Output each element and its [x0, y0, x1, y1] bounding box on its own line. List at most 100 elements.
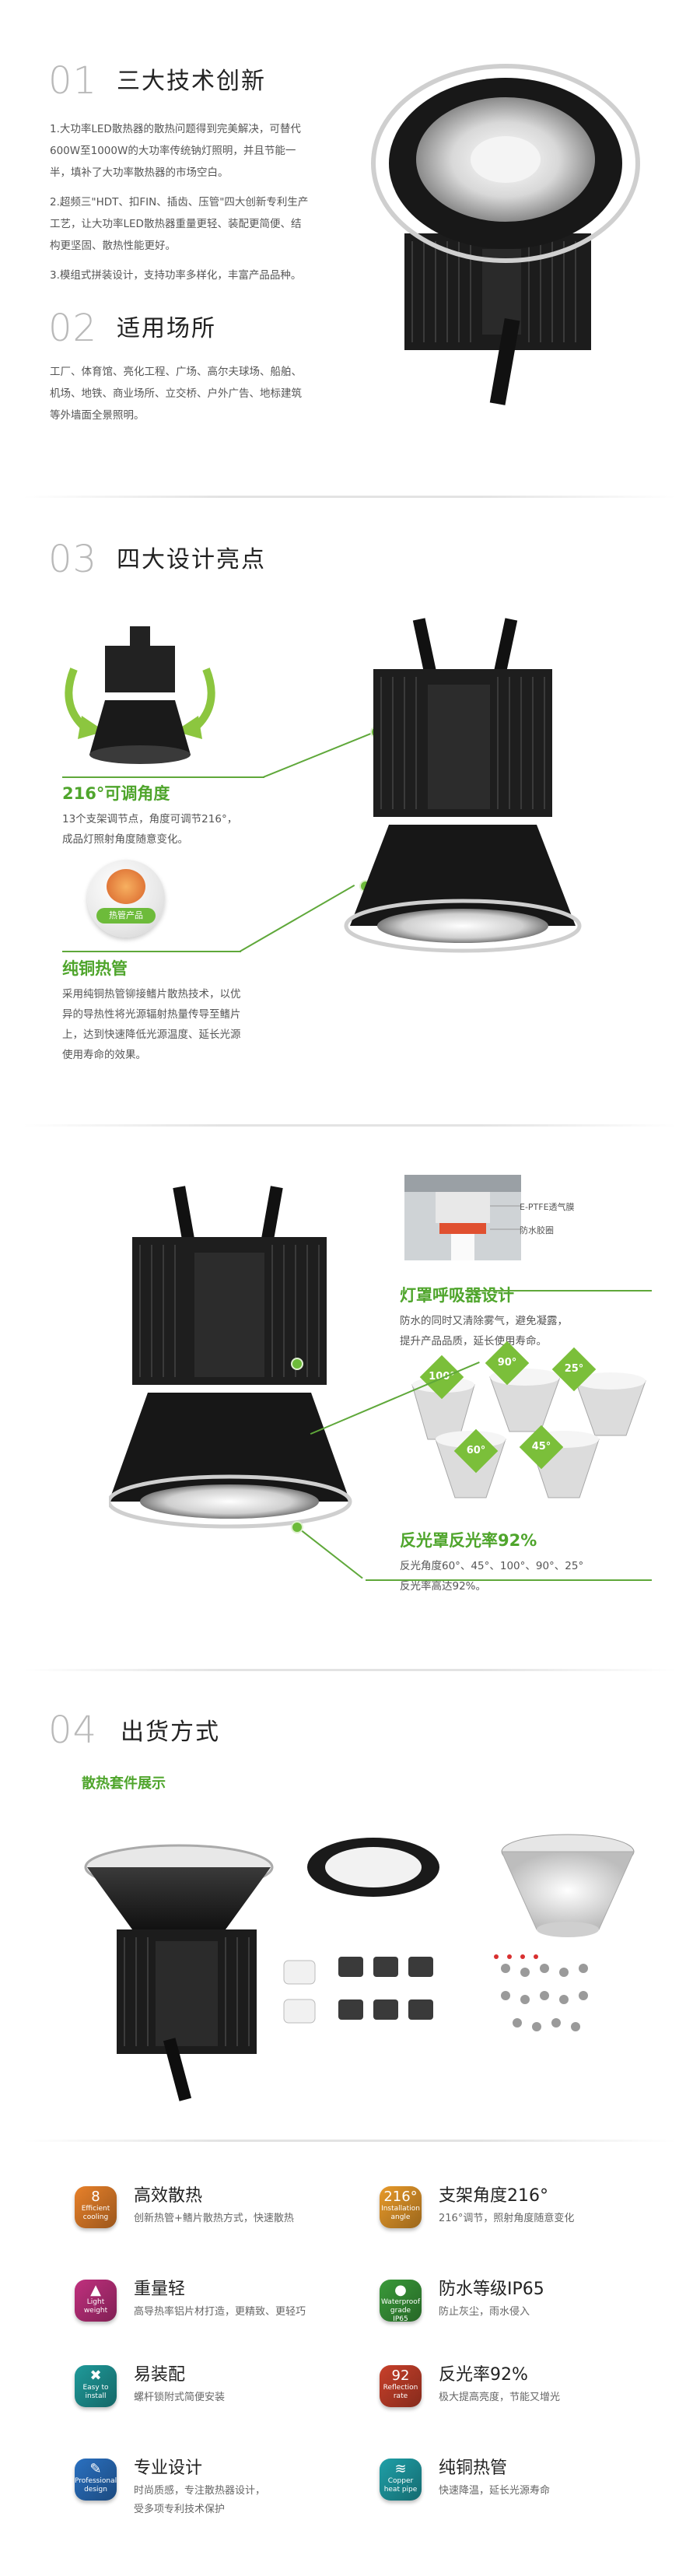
- feature-glyph-icon: 8: [91, 2189, 100, 2205]
- led-highbay-lamp-image: [371, 64, 640, 405]
- desc-line: 反光率高达92%。: [400, 1580, 487, 1593]
- section-divider: [23, 496, 677, 498]
- tech-p1-line: 600W至1000W的大功率传统钠灯照明，并且节能一: [50, 145, 296, 157]
- feature-badge-caption: grade: [390, 2307, 411, 2315]
- desc-line: 13个支架调节点，角度可调节216°，: [62, 813, 238, 825]
- feature-badge-caption: design: [84, 2486, 107, 2494]
- angle-badge: 25°: [551, 1347, 597, 1392]
- feature-badge-caption: Light: [86, 2298, 105, 2306]
- feature-description: 极大提高亮度，节能又增光: [439, 2388, 672, 2407]
- feature-glyph-icon: ✖: [89, 2367, 102, 2384]
- feature-description-line: 极大提高亮度，节能又增光: [439, 2392, 561, 2403]
- feature-badge-caption: angle: [390, 2213, 411, 2221]
- callout-line: [366, 1579, 652, 1581]
- feature-glyph-icon: ≋: [394, 2461, 407, 2477]
- feature-description-line: 快速降温，延长光源寿命: [439, 2485, 551, 2497]
- desc-line: 使用寿命的效果。: [62, 1049, 146, 1061]
- section-divider: [23, 1669, 677, 1671]
- feature-description: 快速降温，延长光源寿命: [439, 2482, 672, 2501]
- feature-description: 216°调节，照射角度随意变化: [439, 2210, 672, 2228]
- angle-label: 45°: [531, 1441, 551, 1453]
- tech-paragraphs: 1.大功率LED散热器的散热问题得到完美解决，可替代 600W至1000W的大功…: [50, 118, 392, 286]
- desc-line: 反光角度60°、45°、100°、90°、25°: [400, 1560, 584, 1572]
- feature-badge-caption: heat pipe: [383, 2486, 418, 2494]
- section-number-02: 02: [48, 307, 98, 350]
- feature-description-line: 216°调节，照射角度随意变化: [439, 2213, 575, 2224]
- section-title-tech: 三大技术创新: [117, 68, 266, 95]
- feature-badge-caption: Reflection: [383, 2384, 418, 2392]
- section-title-applications: 适用场所: [117, 315, 216, 342]
- feature-description: 创新热管+鳍片散热方式，快速散热: [134, 2210, 367, 2228]
- feature-title: 重量轻: [134, 2280, 186, 2299]
- applications-text: 工厂、体育馆、亮化工程、广场、高尔夫球场、船舶、 机场、地铁、商业场所、立交桥、…: [50, 361, 392, 426]
- desc-line: 采用纯铜热管铆接鳍片散热技术，以优: [62, 988, 241, 1001]
- heat-pipe-badge-label: 热管产品: [96, 908, 156, 924]
- applications-line: 机场、地铁、商业场所、立交桥、户外广告、地标建筑: [50, 387, 302, 400]
- feature-description: 时尚质感，专注散热器设计，受多项专利技术保护: [134, 2482, 367, 2519]
- feature-copper-heatpipe-desc: 采用纯铜热管铆接鳍片散热技术，以优 异的导热性将光源辐射热量传导至鳍片 上，达到…: [62, 984, 311, 1065]
- feature-badge-caption: Waterproof: [380, 2298, 420, 2306]
- section-divider: [23, 1124, 677, 1127]
- callout-line: [465, 1290, 652, 1292]
- feature-glyph-icon: ●: [394, 2282, 407, 2298]
- waterproof-ring-label: 防水胶圈: [520, 1225, 554, 1235]
- applications-line: 工厂、体育馆、亮化工程、广场、高尔夫球场、船舶、: [50, 366, 302, 378]
- feature-reflector-title: 反光罩反光率92%: [400, 1531, 537, 1550]
- feature-title: 纯铜热管: [439, 2459, 508, 2478]
- callout-line: [62, 951, 241, 952]
- feature-description: 高导热率铝片材打造，更精致、更轻巧: [134, 2303, 367, 2322]
- kit-display-subtitle: 散热套件展示: [82, 1775, 166, 1792]
- breather-cutaway-image: [404, 1175, 521, 1260]
- desc-line: 上，达到快速降低光源温度、延长光源: [62, 1029, 241, 1041]
- feature-description-line: 时尚质感，专注散热器设计，: [134, 2485, 266, 2497]
- angle-badge: 60°: [453, 1428, 499, 1474]
- feature-badge-caption: Installation: [381, 2205, 420, 2213]
- feature-badge-caption: Copper: [387, 2477, 414, 2485]
- desc-line: 成品灯照射角度随意变化。: [62, 833, 188, 846]
- feature-badge-caption: IP65: [393, 2315, 408, 2323]
- feature-description: 螺杆锁附式简便安装: [134, 2388, 367, 2407]
- adjustable-angle-image: [65, 626, 215, 764]
- section-number-04: 04: [48, 1709, 98, 1752]
- feature-title: 支架角度216°: [439, 2186, 548, 2206]
- feature-description-line: 防止灰尘，雨水侵入: [439, 2306, 530, 2318]
- feature-badge-caption: Easy to: [82, 2384, 109, 2392]
- desc-line: 提升产品品质，延长使用寿命。: [400, 1335, 547, 1348]
- section-title-highlights: 四大设计亮点: [117, 546, 266, 573]
- section-number-03: 03: [48, 538, 98, 581]
- feature-adjustable-angle-title: 216°可调角度: [62, 784, 170, 803]
- feature-adjustable-angle-desc: 13个支架调节点，角度可调节216°， 成品灯照射角度随意变化。: [62, 809, 296, 850]
- feature-badge-caption: cooling: [82, 2213, 109, 2221]
- feature-badge-caption: Professional: [75, 2477, 117, 2485]
- desc-line: 防水的同时又清除雾气，避免凝露，: [400, 1315, 568, 1327]
- angle-label: 60°: [466, 1445, 486, 1456]
- feature-title: 易装配: [134, 2365, 186, 2385]
- desc-line: 异的导热性将光源辐射热量传导至鳍片: [62, 1008, 241, 1021]
- feature-description: 防止灰尘，雨水侵入: [439, 2303, 672, 2322]
- feature-description-line: 高导热率铝片材打造，更精致、更轻巧: [134, 2306, 306, 2318]
- applications-line: 等外墙面全景照明。: [50, 409, 145, 422]
- angle-label: 90°: [497, 1357, 517, 1369]
- tech-p2-line: 工艺，让大功率LED散热器重量更轻、装配更简便、结: [50, 218, 302, 230]
- feature-breather-desc: 防水的同时又清除雾气，避免凝露， 提升产品品质，延长使用寿命。: [400, 1311, 649, 1351]
- tech-p3-line: 3.模组式拼装设计，支持功率多样化，丰富产品品种。: [50, 269, 302, 282]
- feature-title: 防水等级IP65: [439, 2280, 544, 2299]
- callout-line: [240, 885, 355, 952]
- feature-badge-caption: rate: [393, 2392, 408, 2400]
- callout-dot: [291, 1358, 303, 1370]
- feature-badge-caption: install: [85, 2392, 107, 2400]
- feature-copper-heatpipe-title: 纯铜热管: [62, 959, 128, 978]
- led-highbay-lamp-image: [344, 618, 582, 953]
- led-highbay-lamp-image: [109, 1186, 352, 1529]
- feature-glyph-icon: ▲: [90, 2282, 101, 2298]
- heatsink-kit-parts-image: [84, 1834, 635, 2101]
- section-title-shipping: 出货方式: [121, 1719, 220, 1746]
